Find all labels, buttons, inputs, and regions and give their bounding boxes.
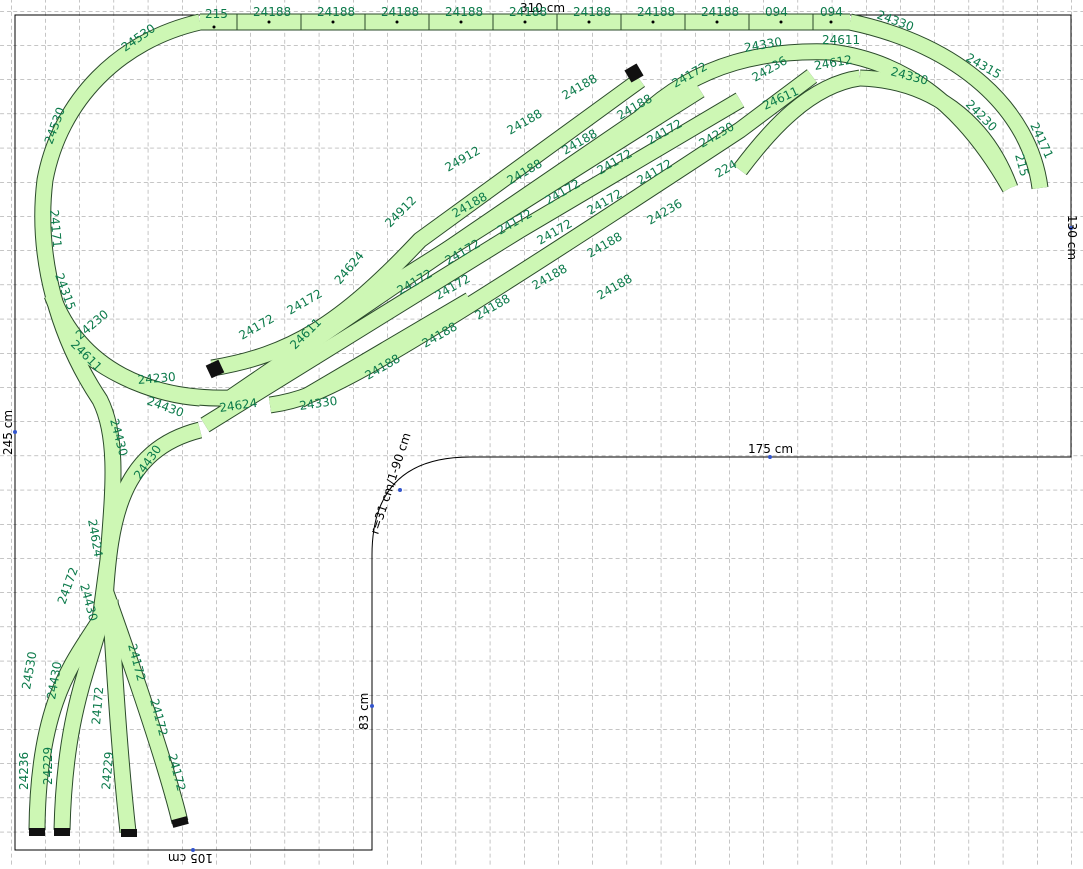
layout-outline — [14, 14, 1072, 851]
track-label: 24611 — [822, 33, 860, 47]
track-label: 094 — [820, 5, 843, 19]
track-label: 24624 — [85, 518, 105, 558]
track-label: 24612 — [813, 53, 853, 73]
dim-inner: 83 cm — [357, 693, 371, 730]
track-label: 24188 — [317, 5, 355, 19]
dim-right: 130 cm — [1065, 215, 1079, 260]
buffer-stops — [29, 63, 644, 837]
buffer-stop — [624, 63, 644, 83]
track-label: 24230 — [137, 370, 176, 387]
track-label: 215 — [1012, 152, 1031, 178]
track-label: 24188 — [253, 5, 291, 19]
dim-step: 175 cm — [748, 442, 793, 456]
dim-left: 245 cm — [1, 410, 15, 455]
buffer-stop — [29, 828, 45, 836]
track-label: 24330 — [743, 35, 783, 55]
buffer-stop — [54, 828, 70, 836]
buffer-stop — [205, 359, 225, 379]
track-label: 24229 — [99, 751, 116, 790]
track-label: 24229 — [41, 747, 55, 785]
buffer-stop — [121, 829, 137, 837]
track-label: 24624 — [218, 396, 258, 415]
track-label: 24171 — [47, 209, 64, 248]
dim-bottom: 105 cm — [168, 851, 213, 865]
tracks — [28, 13, 1049, 833]
track-label: 24188 — [509, 5, 547, 19]
track-label: 094 — [765, 5, 788, 19]
track-label: 24188 — [381, 5, 419, 19]
track-label: 24430 — [44, 660, 64, 700]
track-label: 215 — [205, 7, 228, 21]
dim-top: 310 cm — [520, 1, 565, 15]
track-label: 24188 — [637, 5, 675, 19]
track-label: 24188 — [573, 5, 611, 19]
track-label: 24188 — [445, 5, 483, 19]
buffer-stop — [171, 816, 189, 828]
track-label: 24530 — [19, 650, 39, 690]
track-label: 24172 — [89, 686, 106, 725]
track-label: 24236 — [17, 752, 31, 790]
track-label: 24330 — [298, 394, 338, 413]
track-label: 24188 — [701, 5, 739, 19]
